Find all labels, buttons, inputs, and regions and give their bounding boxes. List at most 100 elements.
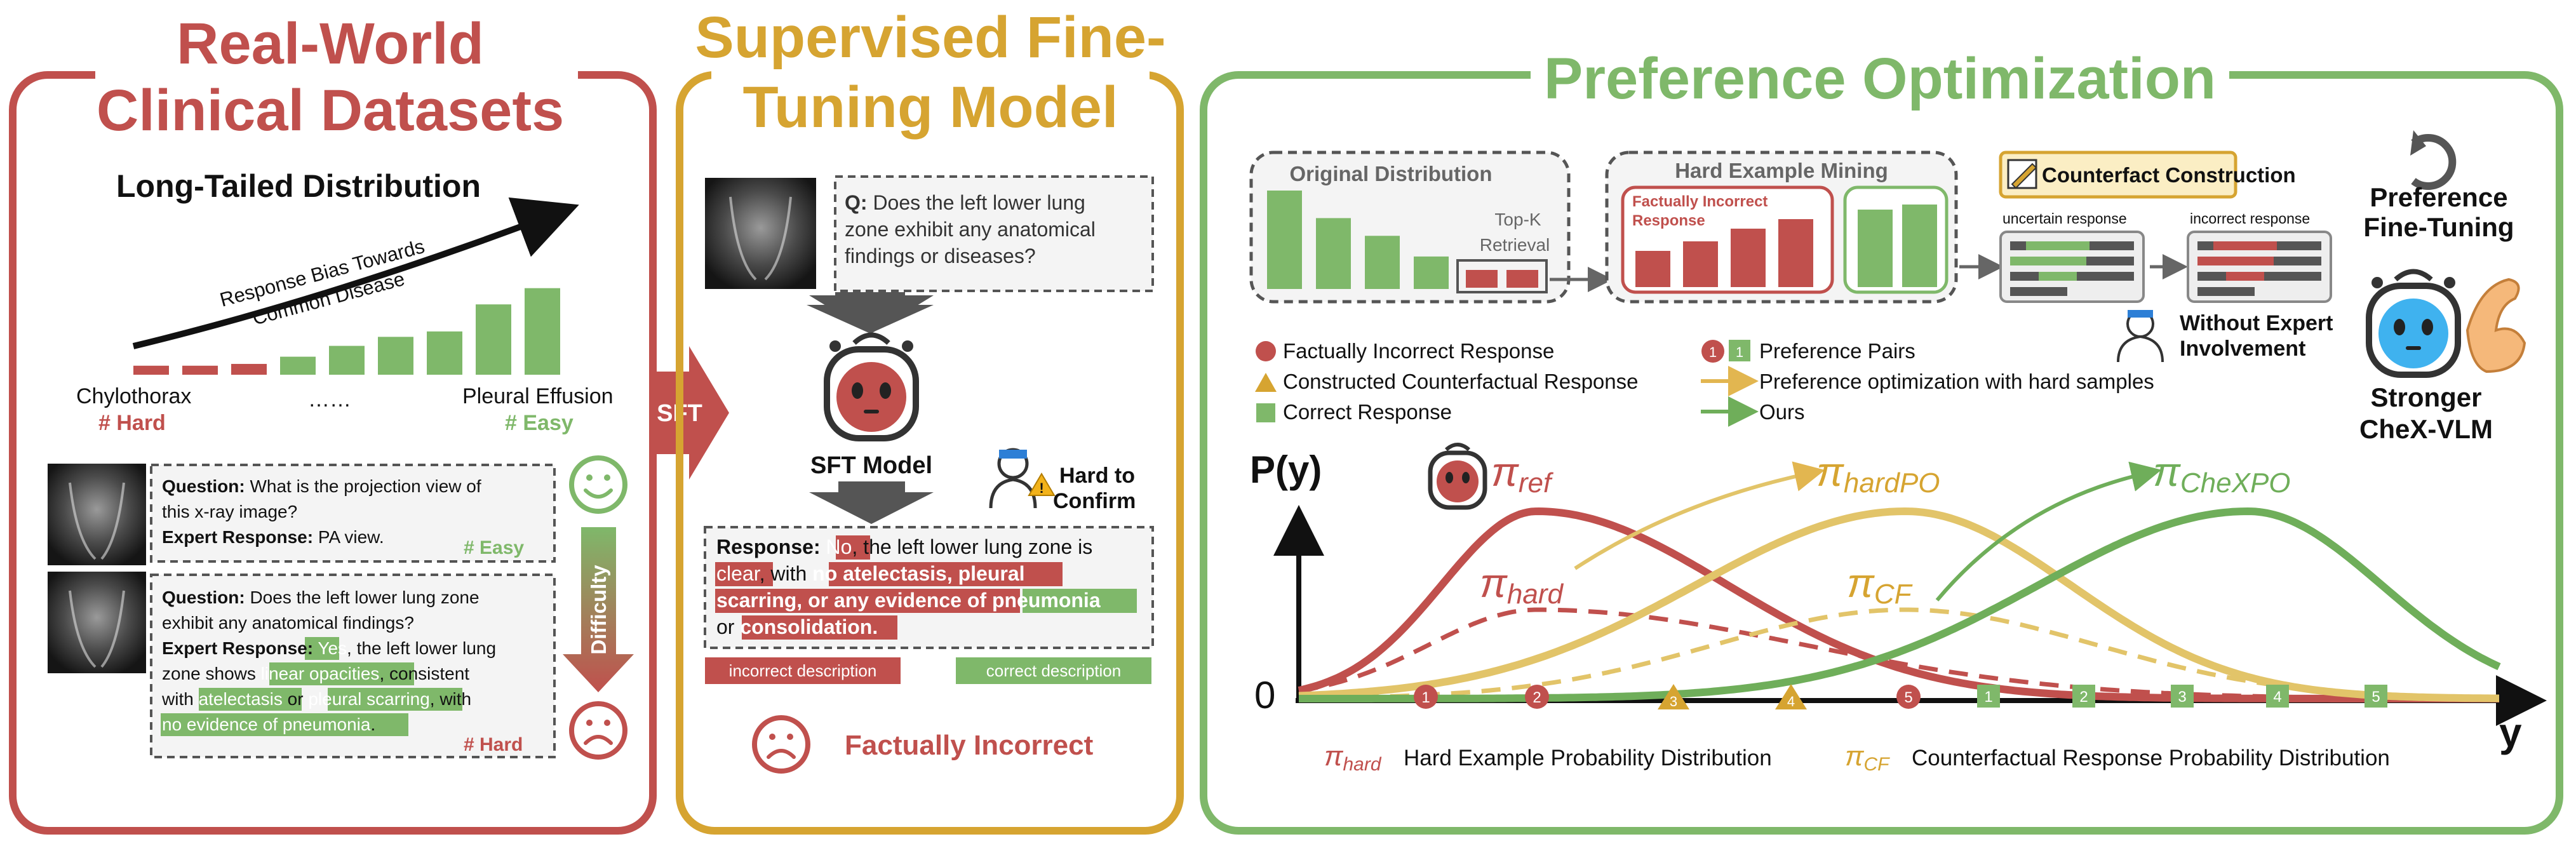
stronger-line1: Stronger	[2370, 382, 2481, 412]
panel3-title: Preference Optimization	[1544, 46, 2216, 111]
long-tail-bar	[182, 365, 218, 375]
legend-pair-circle	[1701, 340, 1724, 363]
sft-question-line2: zone exhibit any anatomical	[845, 218, 1096, 241]
strong-robot-icon	[2366, 269, 2461, 378]
original-distribution-bar	[1414, 256, 1449, 289]
sft-model-label: SFT Model	[810, 452, 932, 479]
long-tail-bar	[378, 337, 413, 375]
curve-pi-hard	[1298, 607, 2499, 701]
topk-box	[1456, 259, 1548, 293]
marker-square-3	[2171, 685, 2194, 708]
axis-py: P(y)	[1250, 448, 1322, 491]
sft-response-line2: clear, with no atelectasis, pleural	[716, 562, 1025, 585]
bottom-pi-cf: πCF	[1845, 741, 1890, 775]
hem-sub-line1: Factually Incorrect	[1632, 193, 1768, 210]
qa2-response-line1: Expert Response: Yes, the left lower lun…	[162, 638, 496, 658]
long-tail-bar	[133, 365, 169, 375]
label-pi-chexpo: πCheXPO	[2153, 449, 2291, 499]
difficulty-arrow	[563, 527, 634, 692]
marker-square-4	[2266, 685, 2289, 708]
counterfact-box	[1999, 151, 2237, 199]
curve-pi-cf	[1299, 607, 2500, 701]
arrow-to-chexpo	[1935, 461, 2162, 601]
panel2-title-line2: Tuning Model	[742, 75, 1118, 140]
qa2-tag: # Hard	[464, 734, 523, 755]
long-tail-bar	[280, 356, 316, 375]
long-tail-bar	[525, 288, 560, 375]
topk-line1: Top-K	[1494, 210, 1541, 229]
long-tail-bar	[329, 346, 365, 375]
label-ellipsis: ……	[308, 387, 351, 412]
sft-response-line4: or consolidation.	[716, 615, 878, 638]
tag-hard: # Hard	[98, 411, 166, 435]
legend-square-icon	[1256, 403, 1275, 422]
marker-square-2	[2072, 685, 2095, 708]
legend-incorrect-response: Factually Incorrect Response	[1283, 339, 1554, 363]
long-tail-bar	[476, 304, 511, 375]
doctor-crossed-icon	[2117, 310, 2164, 363]
sft-question-line1: Q: Does the left lower lung	[845, 191, 1085, 214]
sft-question-line3: findings or diseases?	[845, 245, 1036, 267]
sft-response-line1: Response: No, the left lower lung zone i…	[716, 535, 1092, 558]
incorrect-response-label: incorrect response	[2190, 210, 2310, 227]
topk-line2: Retrieval	[1480, 235, 1550, 255]
flexed-arm-icon	[2465, 278, 2526, 373]
marker-circle-5-label: 5	[1904, 689, 1912, 706]
sft-robot-icon	[824, 332, 919, 441]
panel1-subtitle: Long-Tailed Distribution	[116, 168, 481, 204]
marker-triangle-3-label: 3	[1670, 694, 1677, 709]
legend-correct: correct description	[986, 661, 1121, 680]
marker-circle-1	[1414, 685, 1438, 709]
without-expert-line2: Involvement	[2180, 337, 2305, 361]
xray-image-sft	[705, 178, 816, 289]
sad-face-icon	[569, 701, 627, 760]
refresh-icon	[2410, 130, 2457, 190]
pft-line2: Fine-Tuning	[2363, 212, 2514, 242]
legend-triangle-icon	[1255, 373, 1277, 392]
long-tail-bar	[231, 363, 267, 375]
hard-to-confirm-2: Confirm	[1053, 489, 1136, 513]
hard-example-mining-title: Hard Example Mining	[1675, 159, 1888, 182]
marker-square-5	[2365, 685, 2387, 708]
legend-preference-pairs: Preference Pairs	[1759, 339, 1915, 363]
label-pi-cf: πCF	[1847, 560, 1913, 610]
marker-square-1	[1977, 685, 2000, 708]
uncertain-response-label: uncertain response	[2002, 210, 2127, 227]
long-tail-bar-chart	[133, 288, 560, 375]
panel1-title-line2: Clinical Datasets	[97, 78, 564, 143]
marker-square-2-label: 2	[2079, 688, 2088, 706]
happy-face-icon	[569, 455, 627, 514]
sft-response-line3: scarring, or any evidence of pneumonia	[716, 589, 1101, 612]
pft-line1: Preference	[2370, 182, 2507, 212]
sft-question-card	[834, 175, 1154, 292]
long-tail-bar	[427, 331, 462, 375]
bias-arrow	[132, 197, 579, 349]
legend-pair-n1: 1	[1709, 344, 1717, 360]
marker-circle-2-label: 2	[1533, 689, 1541, 706]
qa2-question: Question: Does the left lower lung zone	[162, 588, 480, 607]
xray-image-1	[48, 464, 146, 565]
marker-circle-2	[1525, 685, 1549, 709]
without-expert-line1: Without Expert	[2180, 311, 2333, 335]
label-pleural-effusion: Pleural Effusion	[462, 384, 614, 408]
marker-square-1-label: 1	[1984, 688, 1992, 706]
bottom-pi-hard: πhard	[1324, 741, 1382, 775]
marker-triangle-4	[1775, 684, 1807, 709]
hard-to-confirm-1: Hard to	[1059, 464, 1135, 488]
pencil-icon	[2007, 159, 2037, 189]
qa2-response-line3: with atelectasis or pleural scarring, wi…	[161, 689, 471, 709]
legend-circle-icon	[1256, 341, 1276, 361]
qa1-tag: # Easy	[464, 537, 524, 558]
original-distribution-bars	[1267, 191, 1449, 289]
marker-circle-5	[1896, 685, 1921, 709]
xray-image-2	[48, 572, 146, 673]
hem-sub-line2: Response	[1632, 212, 1705, 229]
label-pi-ref: πref	[1491, 449, 1554, 499]
sad-face-icon-2	[752, 715, 810, 774]
arrow-to-hardpo	[1574, 461, 1825, 570]
label-pi-hardpo: πhardPO	[1816, 449, 1940, 499]
legend-ours: Ours	[1759, 400, 1805, 424]
legend-correct-swatch	[956, 657, 1151, 684]
label-pi-hard: πhard	[1480, 560, 1564, 610]
